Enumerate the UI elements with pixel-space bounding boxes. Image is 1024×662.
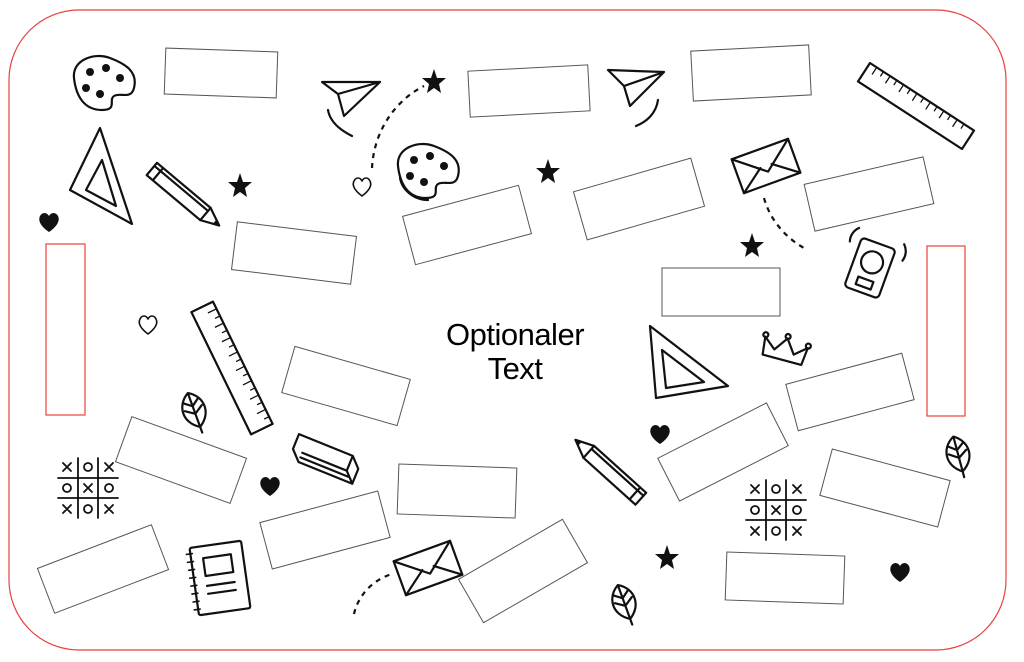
crown-icon bbox=[761, 331, 812, 367]
label-box bbox=[724, 551, 846, 605]
optional-text: Optionaler Text bbox=[380, 318, 650, 386]
paper-plane-icon bbox=[320, 80, 382, 138]
heart-icon bbox=[260, 477, 280, 496]
dashed-trail bbox=[762, 197, 805, 249]
paint-palette-icon bbox=[72, 54, 136, 112]
school-bell-icon bbox=[844, 226, 907, 299]
paper-plane-icon bbox=[606, 68, 666, 128]
star-icon bbox=[422, 69, 446, 93]
pencil-icon bbox=[574, 438, 648, 506]
label-box bbox=[467, 64, 591, 118]
label-box bbox=[281, 345, 411, 427]
dashed-trail bbox=[370, 85, 425, 169]
ruler-icon bbox=[856, 61, 976, 151]
notebook-icon bbox=[185, 539, 252, 617]
heart-icon bbox=[138, 315, 158, 335]
paint-palette-icon bbox=[396, 142, 460, 202]
optional-text-line1: Optionaler bbox=[445, 317, 585, 352]
heart-icon bbox=[352, 177, 372, 197]
label-box bbox=[114, 415, 248, 505]
tray-outline bbox=[8, 9, 1007, 651]
label-box bbox=[572, 157, 706, 241]
leaf-icon bbox=[945, 435, 971, 479]
heart-icon bbox=[650, 425, 670, 444]
heart-icon bbox=[890, 563, 910, 582]
envelope-icon bbox=[392, 539, 464, 597]
label-box bbox=[657, 402, 789, 502]
set-square-icon bbox=[648, 324, 730, 400]
star-icon bbox=[228, 173, 252, 197]
tic-tac-toe-icon bbox=[57, 457, 119, 519]
star-icon bbox=[740, 233, 764, 257]
ruler-icon bbox=[190, 300, 274, 436]
book-icon bbox=[291, 433, 360, 485]
label-box bbox=[230, 221, 358, 285]
leaf-icon bbox=[181, 391, 207, 434]
leaf-icon bbox=[611, 583, 637, 626]
label-box bbox=[401, 184, 533, 266]
optional-text-line2: Text bbox=[487, 351, 543, 386]
label-box bbox=[690, 44, 812, 102]
label-box bbox=[785, 352, 915, 432]
label-box bbox=[819, 448, 951, 528]
label-box bbox=[163, 47, 279, 99]
handle-cutout-right bbox=[926, 245, 966, 417]
pencil-icon bbox=[145, 161, 221, 227]
set-square-icon bbox=[68, 126, 134, 226]
handle-cutout-left bbox=[45, 243, 86, 416]
label-box bbox=[803, 156, 935, 232]
heart-icon bbox=[39, 213, 59, 232]
label-box bbox=[661, 267, 781, 317]
label-boxes bbox=[36, 44, 951, 624]
star-icon bbox=[655, 545, 679, 569]
label-box bbox=[457, 518, 589, 624]
label-box bbox=[259, 490, 391, 570]
star-icon bbox=[536, 159, 560, 183]
label-box bbox=[396, 463, 518, 519]
dashed-trail bbox=[352, 572, 393, 615]
tic-tac-toe-icon bbox=[745, 479, 807, 541]
envelope-icon bbox=[730, 137, 802, 195]
label-box bbox=[36, 524, 170, 614]
